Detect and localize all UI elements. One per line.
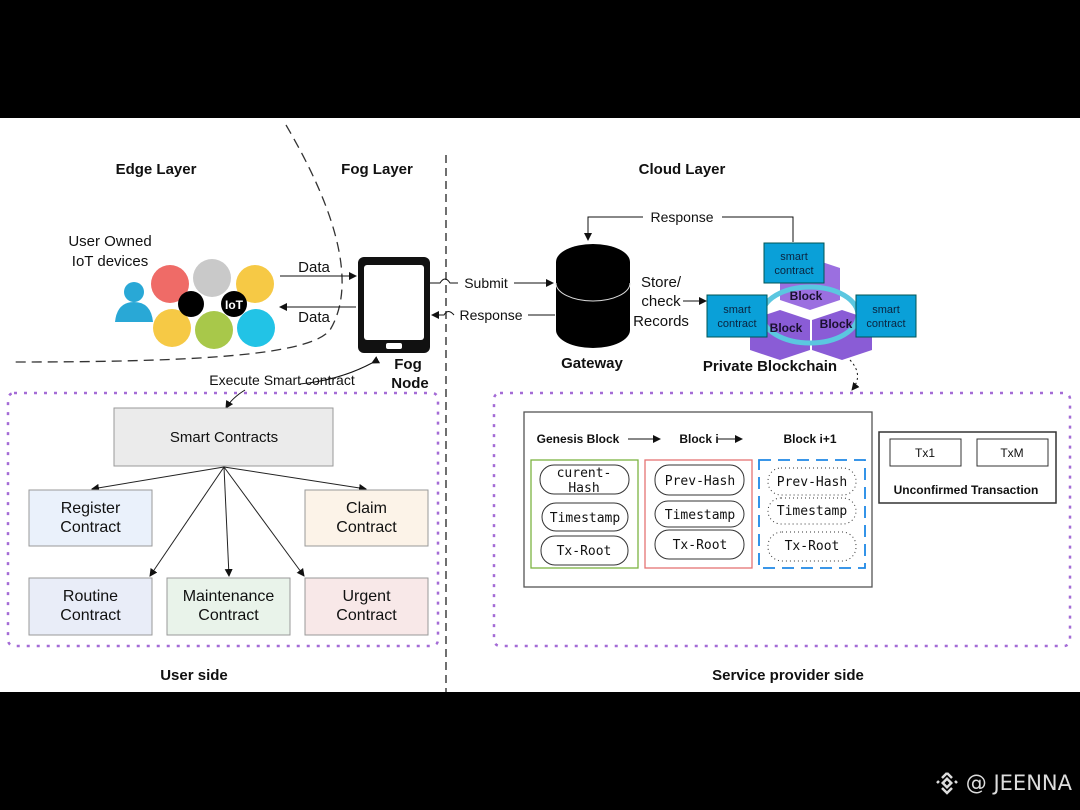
block-label: Block <box>770 321 803 335</box>
hash-field: Prev-Hash <box>665 474 735 489</box>
timestamp-field: Timestamp <box>550 511 621 526</box>
fog-node-label-2: Node <box>391 375 429 392</box>
store-label-3: Records <box>633 313 689 330</box>
response-label: Response <box>459 307 522 323</box>
provider-side-region <box>492 391 1072 648</box>
contract-label: Contract <box>60 519 121 536</box>
contract-label: Claim <box>346 500 387 517</box>
watermark-text: @ JEENNA <box>965 771 1072 795</box>
genesis-block: curent- Hash Timestamp Tx-Root <box>530 459 639 569</box>
smart-contracts-label: Smart Contracts <box>170 429 278 446</box>
svg-text:smart: smart <box>872 304 900 316</box>
block-i1-label: Block i+1 <box>783 432 836 446</box>
private-blockchain: Block Block Block smart contract smart c… <box>706 242 917 360</box>
cloud-layer-title: Cloud Layer <box>639 161 726 178</box>
txm-box: TxM <box>1000 446 1023 460</box>
response-top-label: Response <box>650 209 713 225</box>
block-label: Block <box>790 289 823 303</box>
fog-node-label-1: Fog <box>394 356 422 373</box>
phone-icon <box>195 311 233 349</box>
store-label-1: Store/ <box>641 274 682 291</box>
submit-label: Submit <box>464 275 508 291</box>
sensor-icon <box>178 291 204 317</box>
block-label: Block <box>820 317 853 331</box>
timestamp-field: Timestamp <box>777 504 848 519</box>
contract-label: Contract <box>336 607 397 624</box>
svg-text:contract: contract <box>717 318 756 330</box>
contract-label: Contract <box>60 607 121 624</box>
contract-label: Contract <box>336 519 397 536</box>
iot-devices-cluster: IoT <box>115 259 275 349</box>
data-in-label: Data <box>298 309 330 326</box>
store-label-2: check <box>641 293 681 310</box>
fog-layer-title: Fog Layer <box>341 161 413 178</box>
smart-contract-box: smart contract <box>855 294 917 338</box>
hash-field: curent- <box>557 466 612 481</box>
block-i: Prev-Hash Timestamp Tx-Root <box>644 459 753 569</box>
txroot-field: Tx-Root <box>557 544 612 559</box>
contract-label: Contract <box>198 607 259 624</box>
genesis-block-label: Genesis Block <box>537 432 620 446</box>
washer-icon <box>236 265 274 303</box>
devices-label-2: IoT devices <box>72 253 148 270</box>
smart-contracts-root[interactable]: Smart Contracts <box>113 407 334 467</box>
hash-field: Hash <box>568 481 599 496</box>
cloud-icon <box>193 259 231 297</box>
svg-text:smart: smart <box>723 304 751 316</box>
bulb-icon <box>237 309 275 347</box>
binance-diamond-icon <box>935 772 958 795</box>
contract-label: Maintenance <box>183 588 275 605</box>
contract-label: Register <box>61 500 121 517</box>
user-icon <box>115 282 153 322</box>
gateway-label: Gateway <box>561 355 623 372</box>
hash-field: Prev-Hash <box>777 475 847 490</box>
user-side-title: User side <box>160 667 228 684</box>
svg-text:contract: contract <box>774 265 813 277</box>
execute-label: Execute Smart contract <box>209 372 355 388</box>
txroot-field: Tx-Root <box>673 538 728 553</box>
unconfirmed-transactions: Tx1 TxM Unconfirmed Transaction <box>878 431 1057 504</box>
devices-label-1: User Owned <box>68 233 151 250</box>
block-i-plus-1: Prev-Hash Timestamp Tx-Root <box>758 459 866 569</box>
svg-text:smart: smart <box>780 251 808 263</box>
unconfirmed-label: Unconfirmed Transaction <box>894 483 1039 497</box>
block-i-label: Block i <box>679 432 718 446</box>
watch-icon <box>153 309 191 347</box>
plug-icon <box>151 265 189 303</box>
smart-contract-box: smart contract <box>763 242 825 284</box>
edge-layer-title: Edge Layer <box>116 161 197 178</box>
timestamp-field: Timestamp <box>665 508 736 523</box>
txroot-field: Tx-Root <box>785 539 840 554</box>
iot-badge: IoT <box>225 298 244 312</box>
tx1-box: Tx1 <box>915 446 935 460</box>
smart-contract-box: smart contract <box>706 294 768 338</box>
contract-label: Urgent <box>342 588 391 605</box>
diagram-canvas <box>0 118 1080 692</box>
provider-side-title: Service provider side <box>712 667 864 684</box>
private-blockchain-label: Private Blockchain <box>703 358 837 375</box>
gateway-database-icon <box>555 244 631 348</box>
fog-node-phone-icon <box>358 257 430 353</box>
watermark: @ JEENNA <box>934 770 1072 796</box>
svg-text:contract: contract <box>866 318 905 330</box>
edge-boundary <box>14 124 343 363</box>
data-out-label: Data <box>298 259 330 276</box>
contract-label: Routine <box>63 588 118 605</box>
